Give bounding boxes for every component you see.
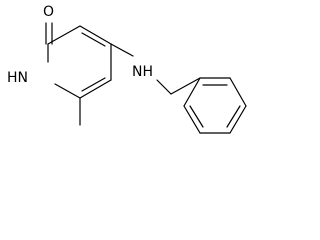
molecule-drawing: O HN NH bbox=[7, 4, 247, 134]
phenyl-inner-3 bbox=[189, 105, 204, 128]
carbonyl-oxygen-label: O bbox=[43, 4, 54, 20]
nh-ch2-bond bbox=[156, 79, 172, 95]
phenyl-inner-2 bbox=[226, 105, 241, 128]
phenyl-bond-6 bbox=[183, 77, 201, 107]
ring-bond-c3-c4-inner bbox=[81, 32, 106, 47]
structure-diagram: O HN NH bbox=[7, 4, 247, 134]
ring-bond-c5-c6 bbox=[79, 79, 112, 99]
ring-bond-c5-c6-inner bbox=[81, 77, 106, 92]
phenyl-bond-3 bbox=[229, 105, 247, 134]
benzylamino-group bbox=[110, 43, 201, 95]
ring-bond-c6-n1 bbox=[54, 83, 81, 99]
pyridinone-ring bbox=[45, 22, 112, 126]
c4-nh-bond bbox=[110, 43, 134, 57]
ring-nitrogen-label: HN bbox=[7, 70, 28, 86]
amine-nitrogen-label: NH bbox=[132, 64, 153, 80]
ring-bond-c3-c4 bbox=[79, 25, 112, 45]
ch2-phenyl-bond bbox=[170, 77, 201, 95]
ring-bond-c2-c3 bbox=[47, 25, 81, 45]
phenyl-ring bbox=[183, 77, 247, 134]
phenyl-bond-5 bbox=[183, 105, 201, 134]
phenyl-bond-2 bbox=[229, 77, 247, 107]
